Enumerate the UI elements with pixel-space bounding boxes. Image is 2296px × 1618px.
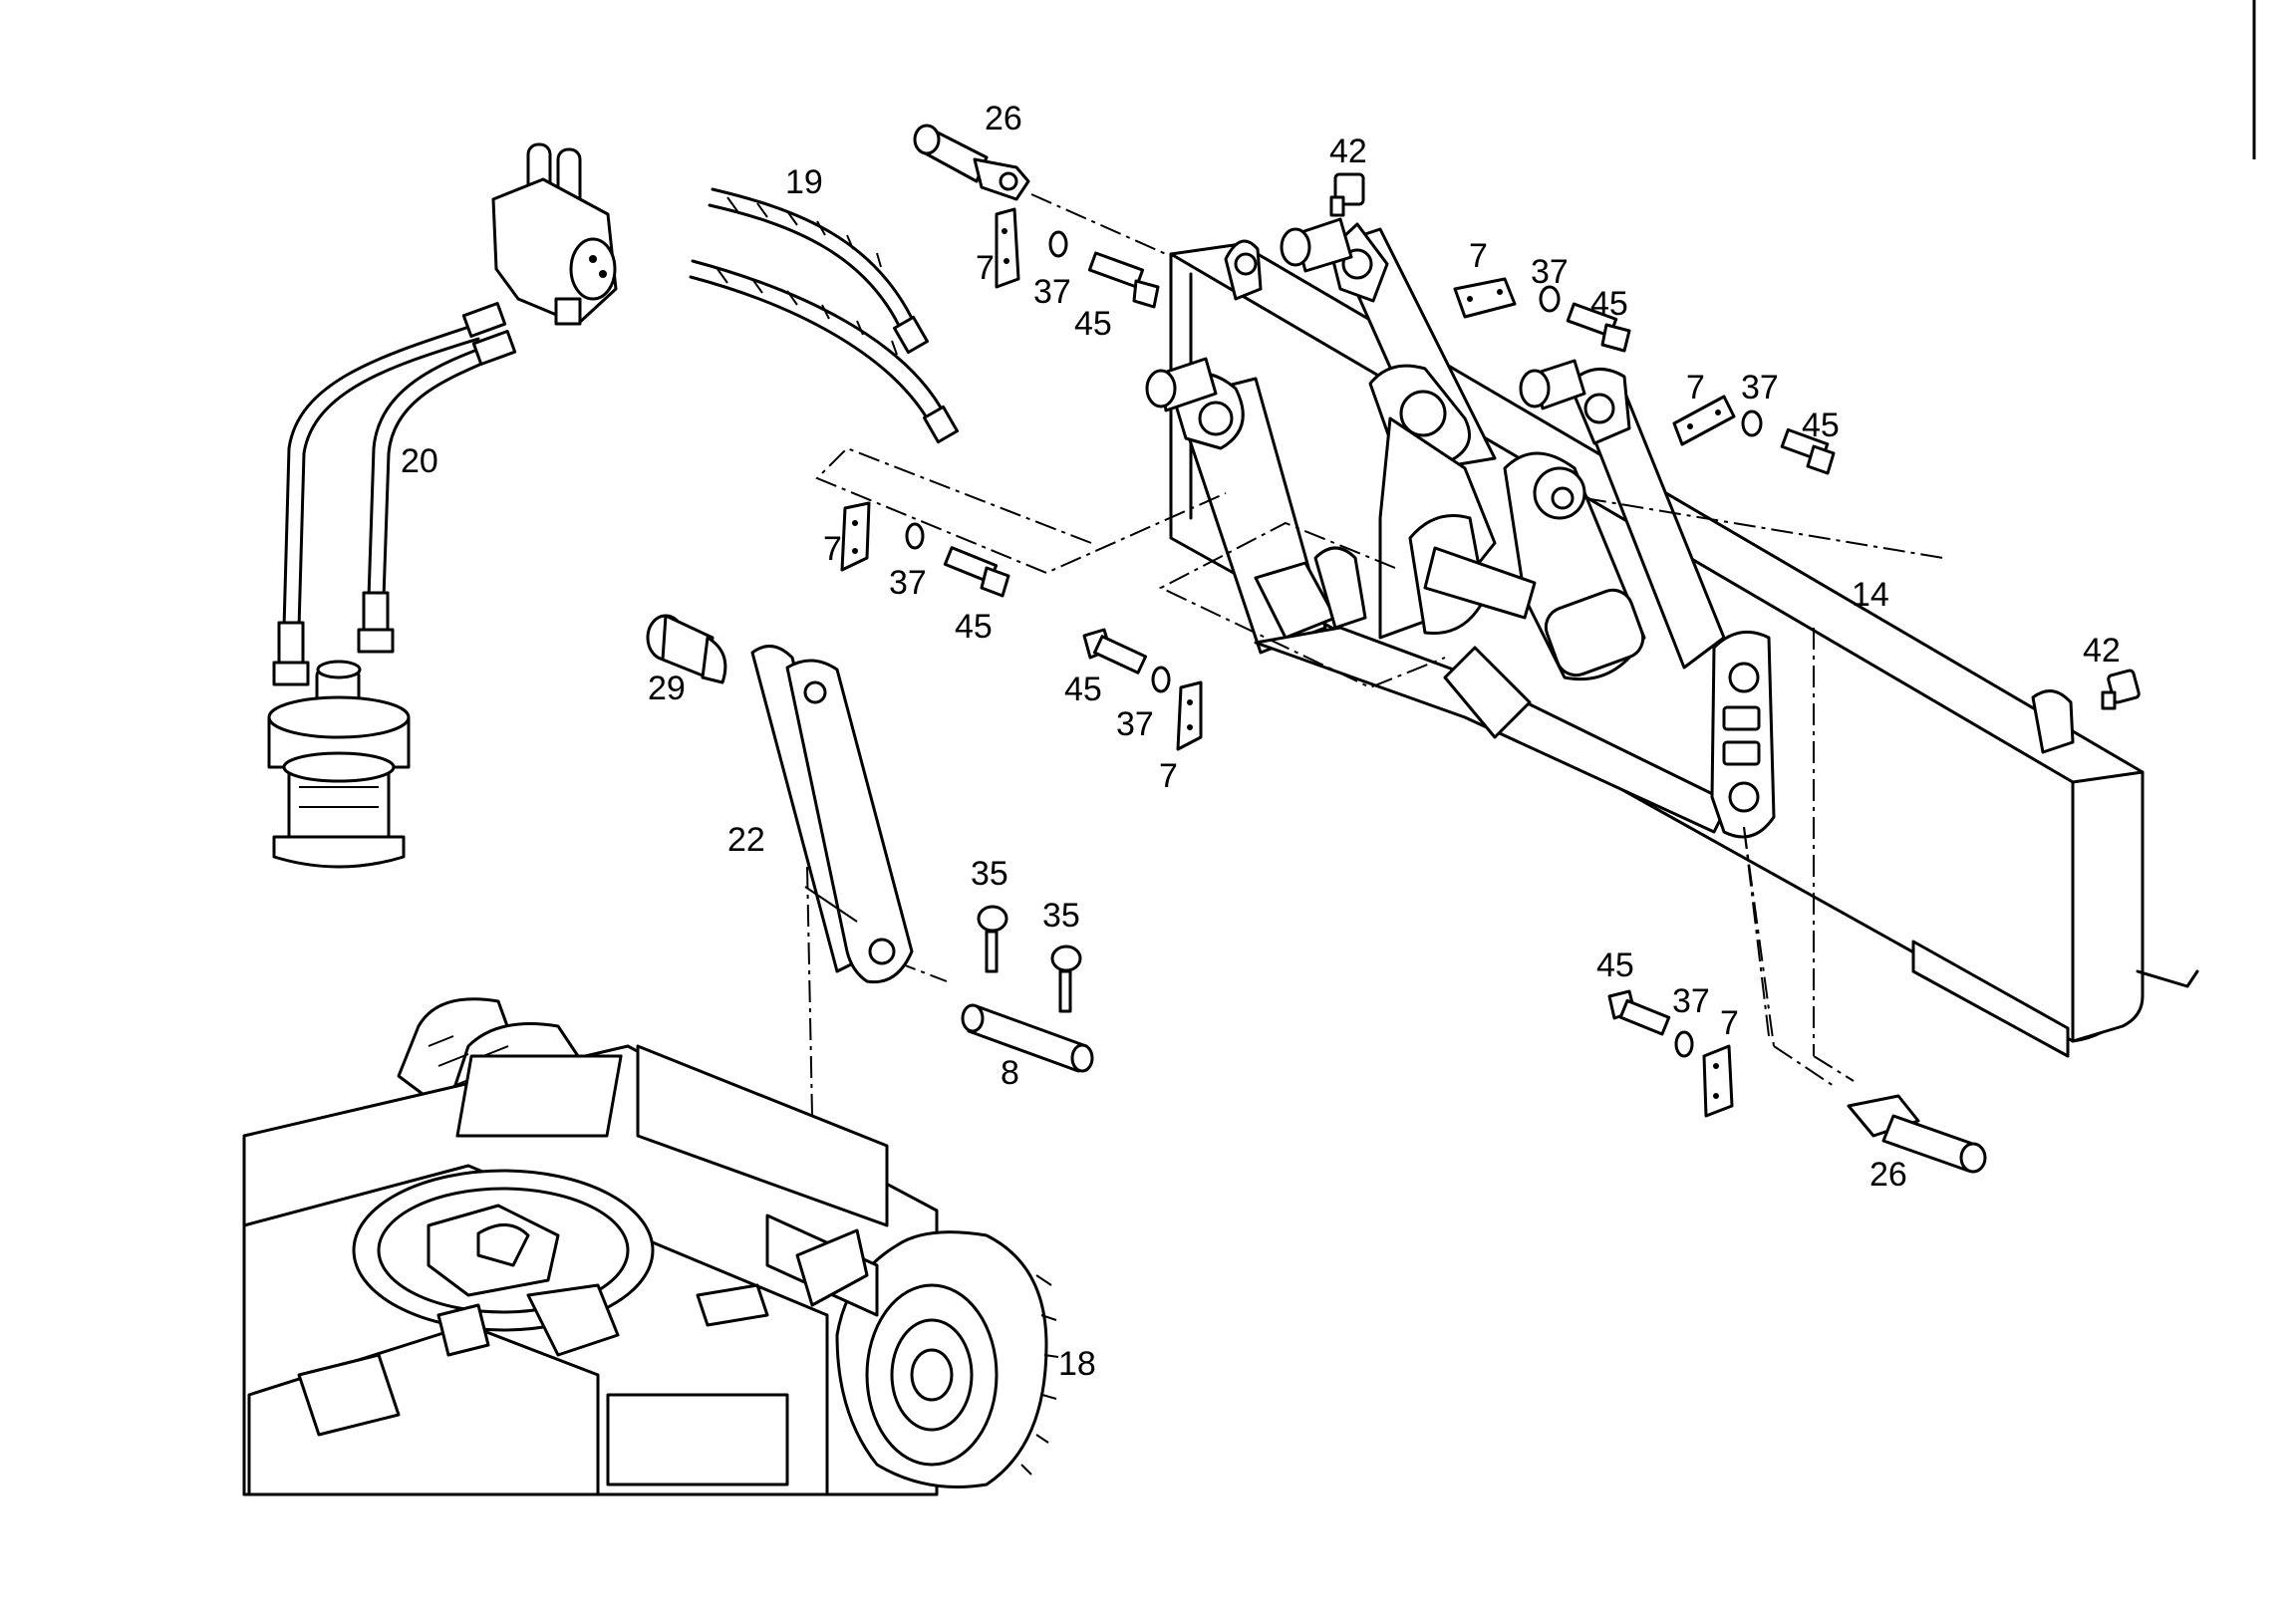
bolt-kit-a bbox=[995, 207, 1160, 309]
label-26-bottom: 26 bbox=[1869, 1156, 1907, 1194]
label-45-c: 45 bbox=[1802, 406, 1840, 444]
label-26-top: 26 bbox=[985, 100, 1022, 137]
hydraulic-hoses-19 bbox=[689, 187, 960, 444]
bolt-42-top bbox=[1329, 172, 1365, 217]
label-42-top: 42 bbox=[1329, 133, 1367, 170]
control-valve bbox=[491, 142, 618, 326]
rotary-joint bbox=[267, 660, 411, 869]
bolt-kit-f bbox=[1607, 989, 1734, 1118]
pins-35 bbox=[977, 905, 1082, 1013]
hydraulic-hoses-20 bbox=[272, 302, 517, 686]
label-42-right: 42 bbox=[2083, 632, 2121, 670]
label-8: 8 bbox=[1001, 1054, 1019, 1092]
bolt-kit-e bbox=[1082, 628, 1203, 751]
label-37-d: 37 bbox=[889, 564, 927, 602]
label-45-d: 45 bbox=[955, 608, 993, 646]
label-45-b: 45 bbox=[1590, 285, 1628, 323]
label-37-e: 37 bbox=[1116, 705, 1154, 743]
label-7-d: 7 bbox=[823, 530, 842, 568]
label-29: 29 bbox=[648, 670, 686, 707]
bolt-kit-d bbox=[840, 501, 1010, 598]
label-45-e: 45 bbox=[1064, 671, 1102, 708]
label-7-e: 7 bbox=[1159, 757, 1178, 795]
label-37-b: 37 bbox=[1531, 253, 1569, 291]
bolt-42-right bbox=[2101, 669, 2141, 710]
bolt-kit-c bbox=[1672, 395, 1836, 475]
label-35-a: 35 bbox=[971, 855, 1008, 893]
label-7-c: 7 bbox=[1686, 369, 1705, 406]
machine-chassis-18 bbox=[242, 997, 1059, 1496]
label-22: 22 bbox=[727, 821, 765, 859]
label-37-c: 37 bbox=[1741, 369, 1779, 406]
label-37-f: 37 bbox=[1672, 982, 1710, 1020]
dashed-leaders bbox=[806, 446, 1944, 1117]
label-18: 18 bbox=[1058, 1345, 1096, 1383]
pin-26-bottom bbox=[1847, 1094, 1987, 1174]
label-7-b: 7 bbox=[1469, 237, 1488, 275]
bolt-kit-b bbox=[1453, 277, 1631, 353]
label-37-a: 37 bbox=[1033, 273, 1071, 311]
label-19: 19 bbox=[785, 163, 823, 201]
label-20: 20 bbox=[401, 442, 438, 480]
label-7-f: 7 bbox=[1720, 1004, 1739, 1042]
label-45-f: 45 bbox=[1596, 946, 1634, 984]
label-7-a: 7 bbox=[976, 249, 995, 287]
push-arms bbox=[1145, 217, 1776, 839]
link-arm-22 bbox=[750, 645, 914, 984]
pin-29 bbox=[646, 614, 727, 684]
pin-26-top bbox=[913, 124, 1167, 255]
label-45-a: 45 bbox=[1074, 305, 1112, 343]
label-14: 14 bbox=[1852, 576, 1889, 614]
label-35-b: 35 bbox=[1042, 897, 1080, 935]
pin-8 bbox=[961, 1003, 1094, 1073]
